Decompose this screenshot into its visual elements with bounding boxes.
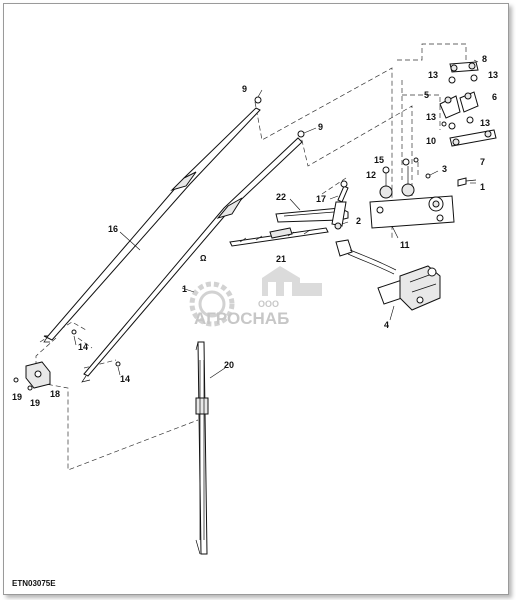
callout-3: 3 [442, 164, 447, 174]
wiper-blade-20 [195, 341, 209, 555]
callout-21: 21 [276, 254, 286, 264]
reference-lines [35, 43, 467, 471]
wiper-blade-21 [229, 227, 329, 247]
pivot-5 [439, 95, 461, 119]
wiper-motor-4 [335, 239, 441, 311]
callout-1: 1 [480, 182, 485, 192]
link-bar-7 [449, 129, 497, 147]
watermark-gear-icon [189, 281, 235, 327]
callout-11: 11 [400, 240, 410, 250]
screws-19 [13, 377, 33, 391]
callout-13: 13 [488, 70, 498, 80]
diagram-code: ETN03075E [12, 579, 56, 588]
screw-3 [425, 173, 431, 179]
callout-18: 18 [50, 389, 60, 399]
watermark: ООО АГРОСНАБ [189, 266, 322, 328]
callout-7: 7 [480, 157, 485, 167]
callout-13: 13 [480, 118, 490, 128]
callout-19: 19 [12, 392, 22, 402]
wiper-arm-1 [81, 130, 305, 383]
callout-9: 9 [242, 84, 247, 94]
cap-18 [25, 361, 51, 389]
callout-10: 10 [426, 136, 436, 146]
pivot-assembly [331, 180, 349, 230]
callout-4: 4 [384, 320, 389, 330]
callout-2: 2 [356, 216, 361, 226]
callout-17: 17 [316, 194, 326, 204]
callout-13: 13 [426, 112, 436, 122]
callouts: 8 13 13 5 6 13 13 10 7 15 12 3 1 9 9 17 … [12, 54, 498, 408]
callout-9: 9 [318, 122, 323, 132]
callout-19: 19 [30, 398, 40, 408]
mounting-plate-11 [369, 157, 455, 229]
callout-22: 22 [276, 192, 286, 202]
watermark-barn-icon [262, 266, 322, 296]
pivot-6 [459, 91, 479, 113]
bolt-1 [457, 177, 477, 187]
callout-14: 14 [78, 342, 88, 352]
callout-1: 1 [182, 284, 187, 294]
callout-13: 13 [428, 70, 438, 80]
leader-lines [73, 59, 479, 379]
callout-5: 5 [424, 90, 429, 100]
callout-12: 12 [366, 170, 376, 180]
callout-8: 8 [482, 54, 487, 64]
callout-6: 6 [492, 92, 497, 102]
watermark-small-text: ООО [258, 299, 279, 309]
washers-13 [441, 74, 478, 130]
callout-15: 15 [374, 155, 384, 165]
watermark-name-text: АГРОСНАБ [194, 309, 289, 328]
callout-16: 16 [108, 224, 118, 234]
callout-20: 20 [224, 360, 234, 370]
callout-14: 14 [120, 374, 130, 384]
wiper-arm-16 [43, 96, 262, 343]
link-bar-8 [449, 61, 479, 73]
small-mark-symbol: Ω [200, 254, 207, 263]
clips-14 [71, 329, 121, 367]
